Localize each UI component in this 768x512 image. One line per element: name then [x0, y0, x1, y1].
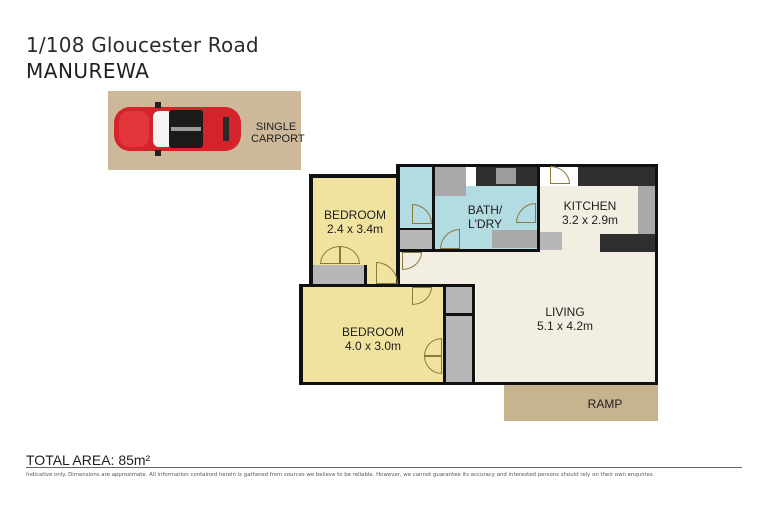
door-swing [550, 166, 570, 184]
car-icon [114, 102, 241, 156]
bedroom-1-wardrobe [312, 265, 364, 285]
ramp-label: RAMP [587, 397, 623, 411]
shower [434, 166, 466, 196]
toilet-storage [400, 230, 432, 250]
disclaimer: Indicative only. Dimensions are approxim… [26, 472, 655, 478]
property-suburb: MANUREWA [26, 59, 150, 83]
carport-area: SINGLE CARPORT [108, 91, 305, 170]
floor-plan: BEDROOM 2.4 x 3.4m BEDROOM 4.0 x 3.0m BA… [299, 164, 658, 421]
bedroom-2-label: BEDROOM 4.0 x 3.0m [341, 325, 404, 353]
bedroom-2-wardrobe [446, 316, 472, 383]
kitchen-bench-top [578, 166, 656, 186]
property-address: 1/108 Gloucester Road [26, 33, 259, 57]
bath-laundry-label: BATH/ L'DRY [467, 203, 503, 231]
total-area: TOTAL AREA: 85m² [26, 452, 151, 468]
divider [26, 467, 742, 468]
bedroom-1-label: BEDROOM 2.4 x 3.4m [323, 208, 386, 236]
linen-cupboard [446, 287, 472, 313]
ramp [504, 385, 658, 421]
kitchen-bench-island [600, 234, 656, 254]
carport-label-line2: CARPORT [251, 133, 305, 145]
living-label: LIVING 5.1 x 4.2m [536, 305, 594, 333]
living [476, 252, 656, 383]
carport-label-line1: SINGLE [255, 121, 297, 133]
kitchen-label: KITCHEN 3.2 x 2.9m [561, 199, 619, 227]
